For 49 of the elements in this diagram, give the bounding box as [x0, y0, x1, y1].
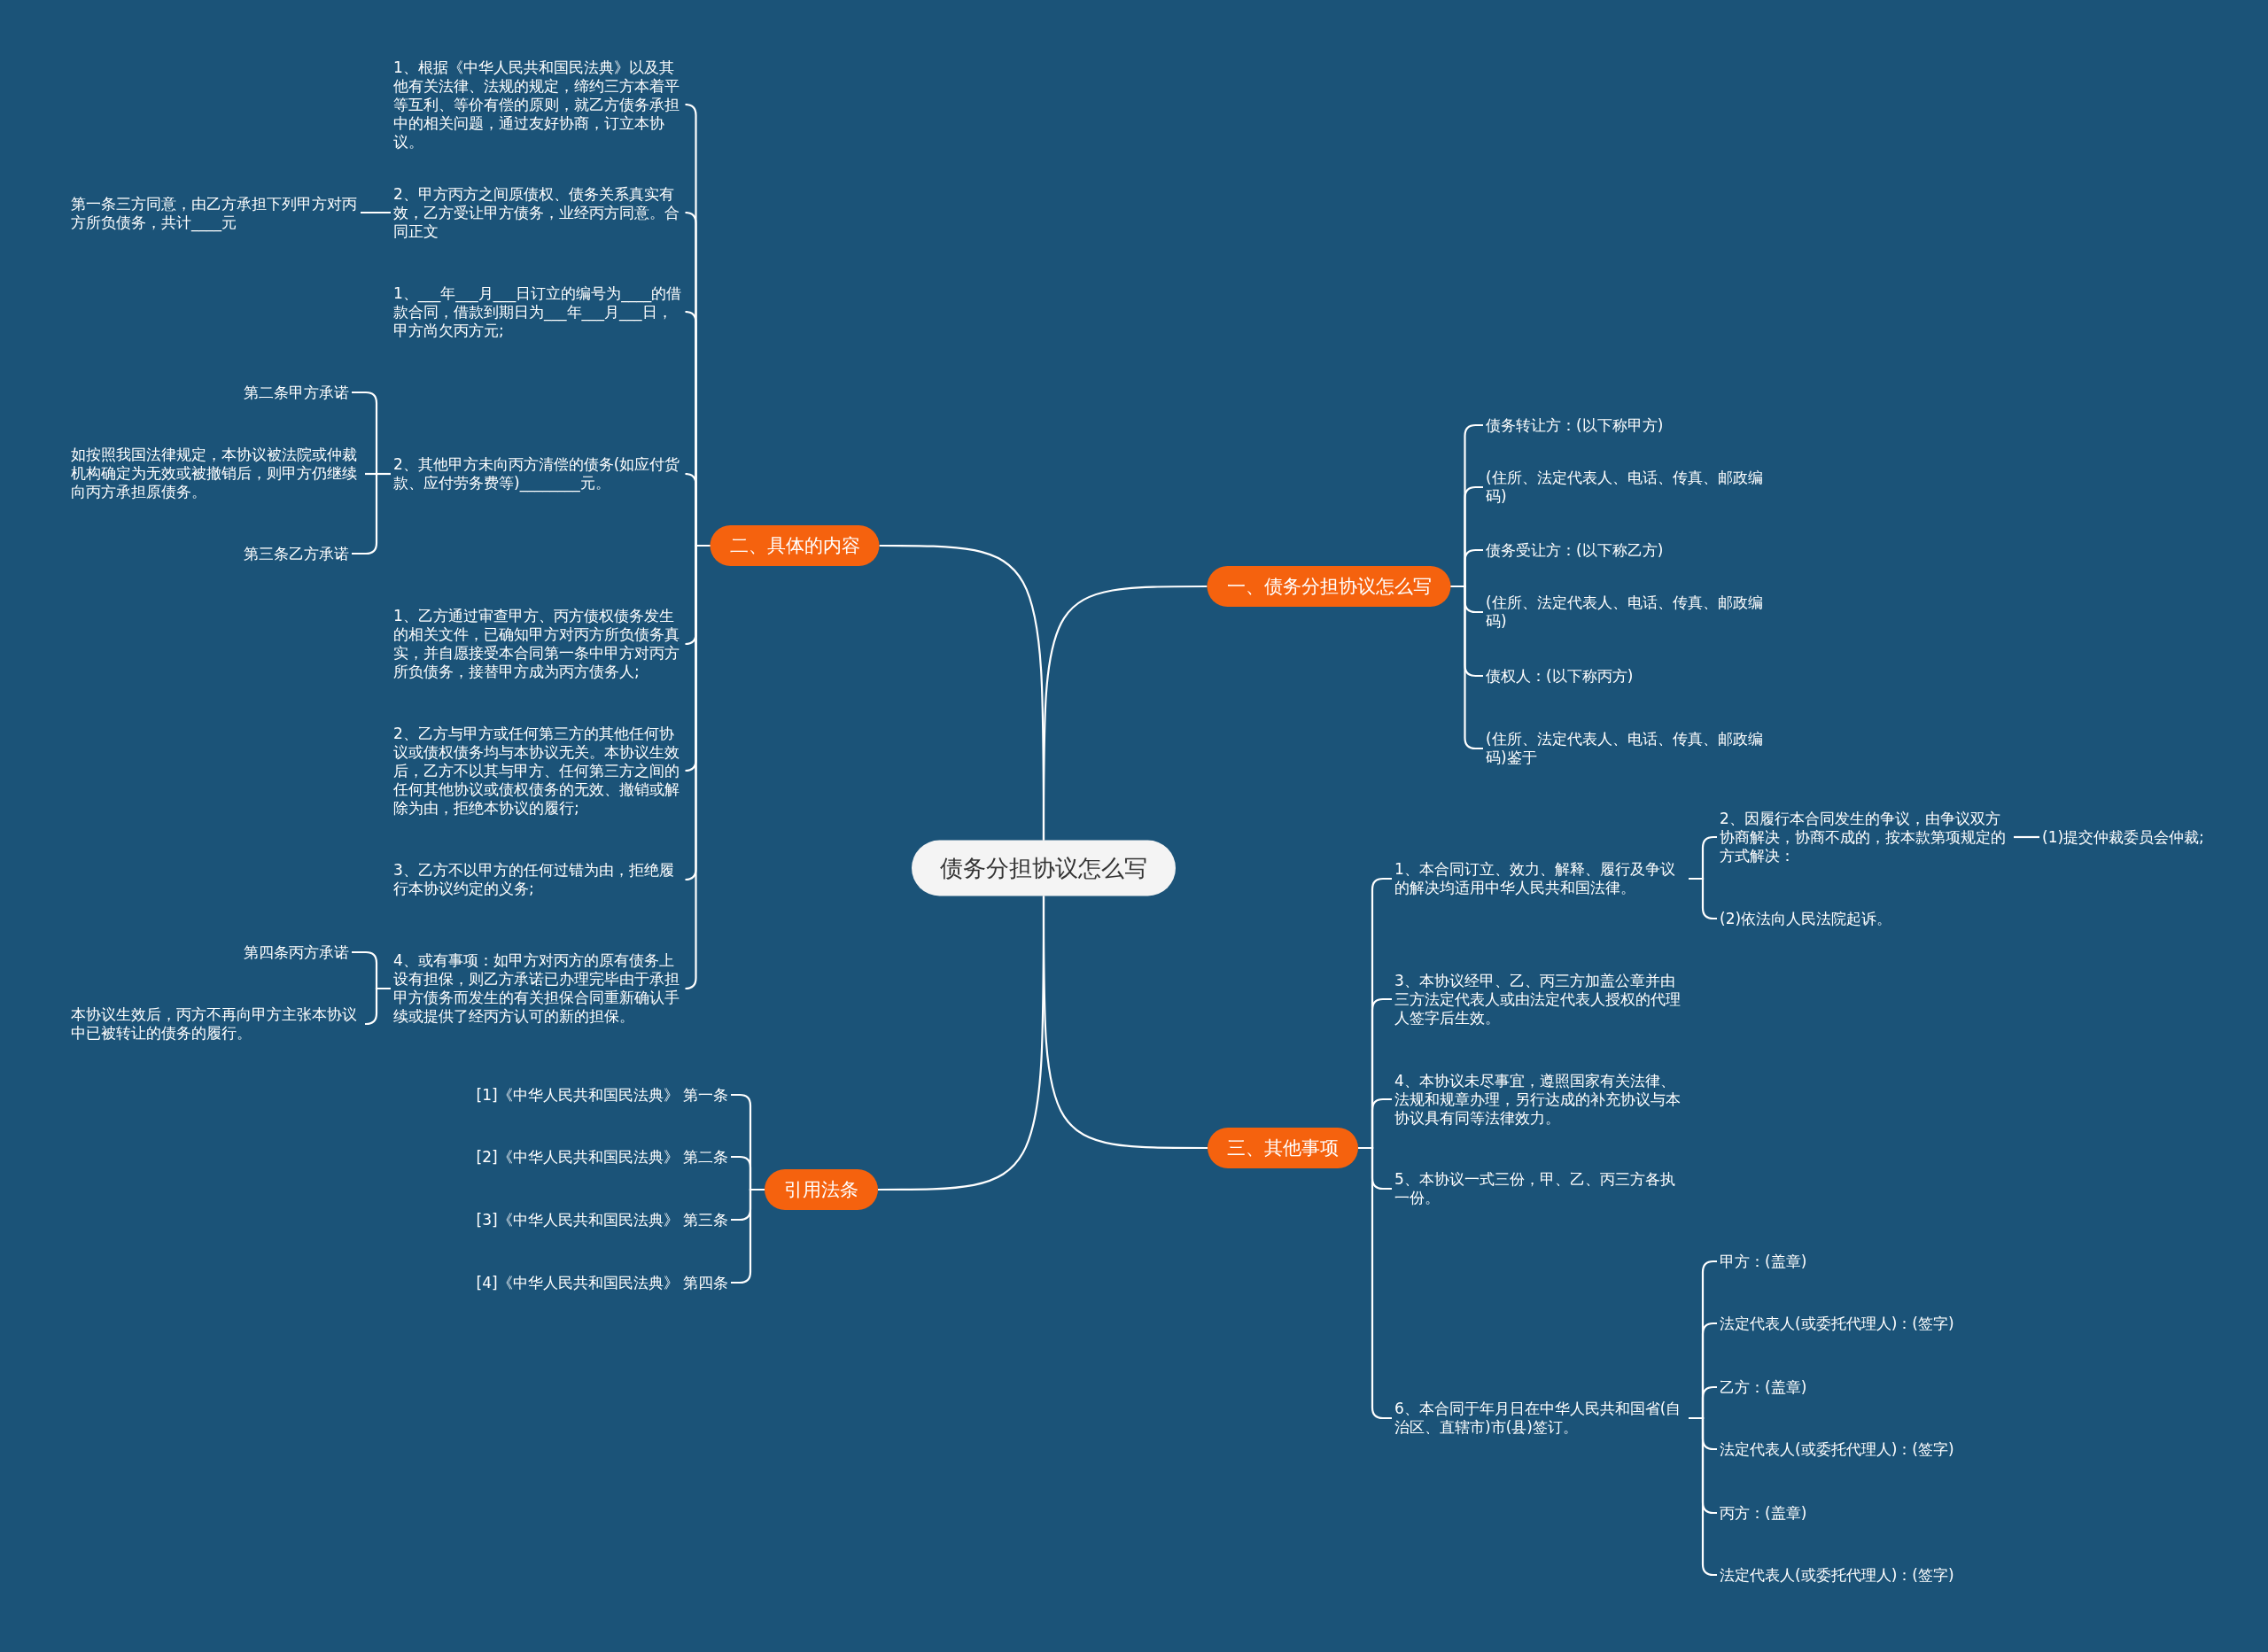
subtopic-text: 4、或有事项：如甲方对丙方的原有债务上设有担保，则乙方承诺已办理完毕由于承担甲方债务而发生的有关担保合同重新确认手续或提供了经丙方认可的新的担保。 — [391, 950, 687, 1028]
subtopic-text: (住所、法定代表人、电话、传真、邮政编码) — [1483, 467, 1780, 508]
subtopic-text: [3]《中华人民共和国民法典》 第三条 — [473, 1208, 731, 1231]
subtopic-text: 甲方：(盖章) — [1717, 1250, 1810, 1273]
subtopic-text: 法定代表人(或委托代理人)：(签字) — [1717, 1563, 1957, 1586]
subtopic-text: 2、甲方丙方之间原债权、债务关系真实有效，乙方受让甲方债务，业经丙方同意。合同正文 — [391, 182, 687, 243]
subtopic-text: 债权人：(以下称丙方) — [1483, 664, 1780, 687]
subtopic-text: [2]《中华人民共和国民法典》 第二条 — [473, 1145, 731, 1168]
subtopic-text: 6、本合同于年月日在中华人民共和国省(自治区、直辖市)市(县)签订。 — [1392, 1398, 1689, 1439]
connector-line — [2014, 835, 2039, 839]
subtopic-text: 债务受让方：(以下称乙方) — [1483, 539, 1780, 562]
connector-line — [1042, 585, 1208, 841]
subtopic-text: 4、本协议未尽事宜，遵照国家有关法律、法规和规章办理，另行达成的补充协议与本协议具有同等法律效力。 — [1392, 1069, 1689, 1129]
branch-topic: 一、债务分担协议怎么写 — [1207, 566, 1451, 607]
connector-line — [361, 211, 391, 214]
branch-topic: 二、具体的内容 — [710, 525, 880, 566]
subtopic-text: 1、本合同订立、效力、解释、履行及争议的解决均适用中华人民共和国法律。 — [1392, 858, 1689, 899]
subtopic-text: 第二条甲方承诺 — [241, 381, 352, 404]
subtopic-text: 债务转让方：(以下称甲方) — [1483, 414, 1780, 437]
connector-line — [364, 987, 391, 1026]
subtopic-text: 1、___年___月___日订立的编号为____的借款合同，借款到期日为___年___月___日，甲方尚欠丙方元; — [391, 282, 687, 342]
subtopic-text: [4]《中华人民共和国民法典》 第四条 — [473, 1271, 731, 1294]
subtopic-text: 1、根据《中华人民共和国民法典》以及其他有关法律、法规的规定，缔约三方本着平等互利、等价有偿的原则，就乙方债务承担中的相关问题，通过友好协商，订立本协议。 — [391, 56, 687, 153]
subtopic-text: (2)依法向人民法院起诉。 — [1717, 907, 1895, 930]
subtopic-text: 3、本协议经甲、乙、丙三方加盖公章并由三方法定代表人或由法定代表人授权的代理人签字后生效。 — [1392, 969, 1689, 1029]
subtopic-text: (1)提交仲裁委员会仲裁; — [2039, 826, 2207, 849]
subtopic-text: 如按照我国法律规定，本协议被法院或仲裁机构确定为无效或被撤销后，则甲方仍继续向丙方承担原债务。 — [68, 443, 365, 503]
subtopic-text: 第四条丙方承诺 — [241, 941, 352, 964]
branch-topic: 引用法条 — [765, 1169, 878, 1210]
subtopic-text: (住所、法定代表人、电话、传真、邮政编码) — [1483, 592, 1780, 632]
subtopic-text: 1、乙方通过审查甲方、丙方债权债务发生的相关文件，已确知甲方对丙方所负债务真实，并自愿接受本合同第一条中甲方对丙方所负债务，接替甲方成为丙方债务人; — [391, 605, 687, 683]
subtopic-text: 2、乙方与甲方或任何第三方的其他任何协议或债权债务均与本协议无关。本协议生效后，乙方不以其与甲方、任何第三方之间的任何其他协议或债权债务的无效、撤销或解除为由，拒绝本协议的履行; — [391, 722, 687, 819]
connector-line — [1689, 877, 1717, 920]
subtopic-text: 乙方：(盖章) — [1717, 1376, 1810, 1399]
subtopic-text: 2、因履行本合同发生的争议，由争议双方协商解决，协商不成的，按本款第项规定的方式解决： — [1717, 807, 2014, 867]
subtopic-text: 第三条乙方承诺 — [241, 542, 352, 565]
subtopic-text: (住所、法定代表人、电话、传真、邮政编码)鉴于 — [1483, 728, 1780, 769]
subtopic-text: 2、其他甲方未向丙方清偿的债务(如应付货款、应付劳务费等)________元。 — [391, 454, 687, 494]
subtopic-text: 5、本协议一式三份，甲、乙、丙三方各执一份。 — [1392, 1168, 1689, 1209]
subtopic-text: 3、乙方不以甲方的任何过错为由，拒绝履行本协议约定的义务; — [391, 859, 687, 900]
branch-topic: 三、其他事项 — [1208, 1128, 1358, 1168]
subtopic-text: 本协议生效后，丙方不再向甲方主张本协议中已被转让的债务的履行。 — [68, 1004, 365, 1044]
subtopic-text: [1]《中华人民共和国民法典》 第一条 — [473, 1083, 731, 1106]
central-topic: 债务分担协议怎么写 — [912, 840, 1176, 896]
subtopic-text: 法定代表人(或委托代理人)：(签字) — [1717, 1312, 1957, 1335]
connector-line — [1042, 896, 1208, 1150]
subtopic-text: 法定代表人(或委托代理人)：(签字) — [1717, 1438, 1957, 1461]
subtopic-text: 第一条三方同意，由乙方承担下列甲方对丙方所负债务，共计____元 — [68, 193, 361, 234]
subtopic-text: 丙方：(盖章) — [1717, 1501, 1810, 1524]
